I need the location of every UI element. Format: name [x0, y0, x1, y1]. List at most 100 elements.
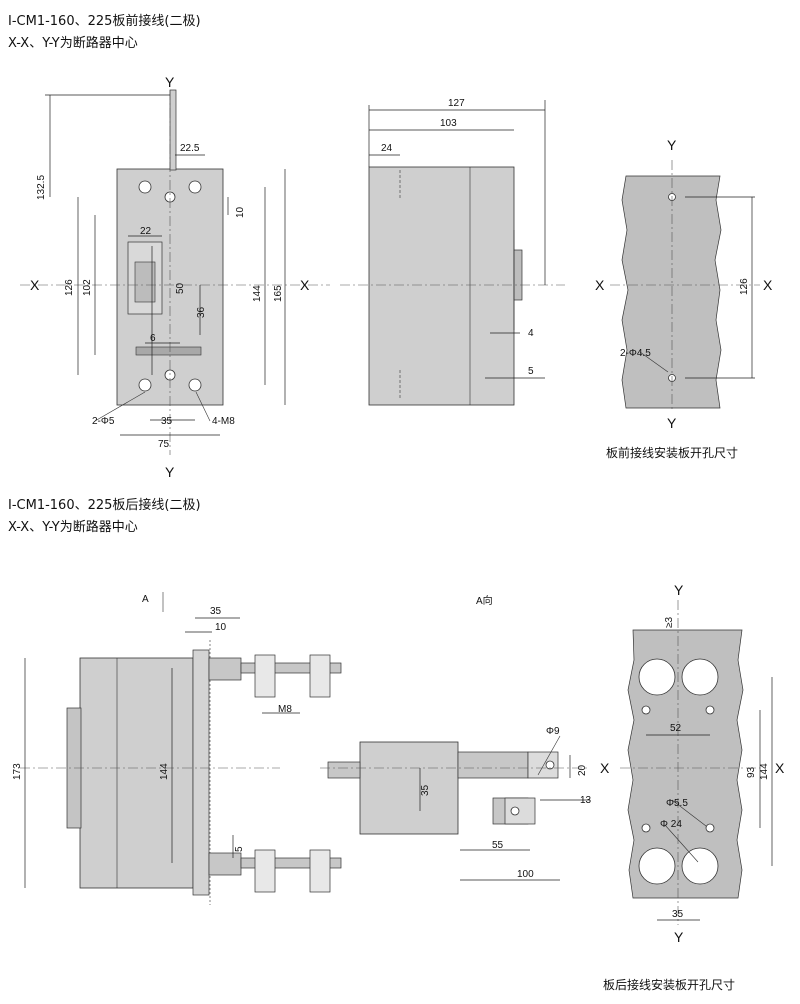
dim-label: 165 — [273, 285, 284, 302]
dim-label: 126 — [64, 279, 75, 296]
view-arrow-label: A — [142, 594, 149, 605]
dim-label: 35 — [672, 909, 684, 920]
bolt-nut — [254, 654, 276, 698]
dim-label: 35 — [161, 416, 173, 427]
dim-label: 4 — [528, 328, 534, 339]
axis-label-y: Y — [674, 582, 684, 598]
axis-label-y: Y — [674, 929, 684, 945]
dim-label: 4-M8 — [212, 416, 235, 427]
bolt-nut — [254, 849, 276, 893]
terminal-cutout — [638, 658, 676, 696]
lug-hole — [510, 806, 520, 816]
dim-label: 144 — [252, 285, 263, 302]
section2-title: I-CM1-160、225板后接线(二极) — [8, 498, 201, 513]
dim-label: 24 — [381, 143, 393, 154]
dim-label: 5 — [234, 846, 245, 852]
dim-label: 10 — [235, 206, 246, 218]
terminal-cutout — [681, 847, 719, 885]
axis-label-x: X — [763, 277, 773, 293]
dim-label: ≥3 — [664, 617, 675, 628]
mount-hole — [705, 823, 715, 833]
side-view: 127 103 24 4 5 — [340, 98, 565, 406]
panel2: ≥3 52 93 144 Φ5.5 Φ 24 35 Y Y X — [620, 582, 785, 945]
rear-plate — [192, 649, 210, 896]
terminal-stud — [208, 852, 242, 876]
dim-label: 2-Φ5 — [92, 416, 115, 427]
axis-label-y: Y — [667, 415, 677, 431]
axis-label-x: X — [600, 760, 610, 776]
section1-note: X-X、Y-Y为断路器中心 — [8, 36, 138, 51]
dim-label: 52 — [670, 723, 682, 734]
dim-label: 103 — [440, 118, 457, 129]
dim-label: Φ 24 — [660, 819, 682, 830]
dim-label: 100 — [517, 869, 534, 880]
dim-label: 126 — [739, 278, 750, 295]
dim-label: 75 — [158, 439, 170, 450]
terminal-a — [457, 751, 529, 779]
axis-label-y: Y — [165, 74, 175, 90]
dim-label: 22 — [140, 226, 152, 237]
dim-label: 50 — [175, 282, 186, 294]
dim-label: 144 — [159, 763, 170, 780]
dim-label: M8 — [278, 704, 292, 715]
label-strip — [135, 346, 202, 356]
terminal-hole — [188, 180, 202, 194]
dim-label: 173 — [12, 763, 23, 780]
dim-label: 2-Φ4.5 — [620, 348, 651, 359]
terminal-hole — [138, 378, 152, 392]
mount-hole — [641, 705, 651, 715]
front-view: 22.5 132.5 10 22 126 102 50 36 144 165 6… — [20, 74, 330, 480]
rear-side-view: A 35 10 M8 173 144 5 — [12, 592, 342, 905]
breaker-body-side — [368, 166, 515, 406]
dim-label: 6 — [150, 333, 156, 344]
terminal-stud — [208, 657, 242, 681]
a-view: A向 Φ9 20 35 13 55 100 X — [320, 594, 610, 881]
dim-label: 55 — [492, 840, 504, 851]
axis-label-y: Y — [165, 464, 175, 480]
section2-note: X-X、Y-Y为断路器中心 — [8, 520, 138, 535]
bolt-nut — [309, 654, 331, 698]
dim-label: 132.5 — [36, 175, 47, 200]
breaker-body-a — [359, 741, 459, 835]
dim-label: 93 — [746, 766, 757, 778]
axis-label-x: X — [595, 277, 605, 293]
dim-label: 35 — [420, 784, 431, 796]
dim-label: 127 — [448, 98, 465, 109]
panel1-caption: 板前接线安装板开孔尺寸 — [606, 446, 739, 460]
axis-label-x: X — [300, 277, 310, 293]
handle-side — [513, 249, 523, 301]
dim-label: 20 — [577, 764, 588, 776]
terminal-hole — [188, 378, 202, 392]
busbar — [240, 662, 342, 674]
toggle-handle — [134, 261, 156, 303]
mount-hole — [641, 823, 651, 833]
busbar — [240, 857, 342, 869]
dim-label: Φ5.5 — [666, 798, 688, 809]
axis-label-x: X — [30, 277, 40, 293]
dim-label: 35 — [210, 606, 222, 617]
dim-label: 10 — [215, 622, 227, 633]
mounting-plate — [627, 629, 744, 899]
bolt-nut — [309, 849, 331, 893]
terminal-cutout — [681, 658, 719, 696]
breaker-body-rear — [79, 657, 194, 889]
panel2-caption: 板后接线安装板开孔尺寸 — [603, 978, 736, 992]
view-a-title: A向 — [476, 594, 493, 607]
dim-label: 102 — [82, 279, 93, 296]
lug — [504, 797, 536, 825]
axis-label-y: Y — [667, 137, 677, 153]
mounting-plate — [621, 175, 722, 409]
mount-hole — [705, 705, 715, 715]
panel1: 126 2-Φ4.5 X X Y Y — [595, 137, 773, 431]
handle-a — [327, 761, 361, 779]
dim-label: 22.5 — [180, 143, 200, 154]
terminal-cutout — [638, 847, 676, 885]
terminal-hole — [138, 180, 152, 194]
axis-label-x: X — [775, 760, 785, 776]
dim-label: Φ9 — [546, 726, 560, 737]
y-axis-busbar — [169, 89, 177, 171]
dim-label: 144 — [759, 763, 770, 780]
dim-label: 36 — [196, 306, 207, 318]
dim-label: 13 — [580, 795, 592, 806]
